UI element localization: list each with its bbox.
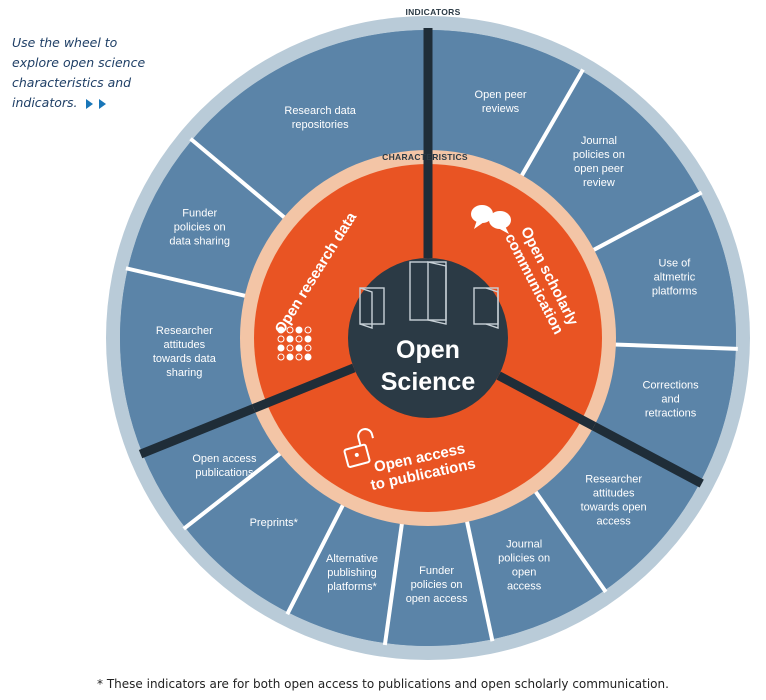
indicator-label-line: reviews <box>482 103 520 115</box>
indicator-label: Journal policies on open access <box>498 538 550 592</box>
indicator-divider <box>613 342 738 351</box>
indicator-label-line: altmetric <box>654 272 696 284</box>
center-circle <box>348 258 508 418</box>
indicator-label-line: policies on <box>573 149 625 161</box>
indicator-label-line: Research data <box>284 105 356 117</box>
indicator-label: Open access publications <box>192 453 257 479</box>
indicator-divider <box>533 489 608 594</box>
characteristic-divider <box>590 421 704 488</box>
characteristics-title: CHARACTERISTICS <box>382 152 468 162</box>
indicator-label-line: data sharing <box>169 236 230 248</box>
indicator-label-line: open access <box>406 593 468 605</box>
indicator-divider <box>464 519 495 642</box>
triangle-right-icon[interactable] <box>98 98 106 109</box>
indicator-sectors <box>120 30 736 647</box>
indicator-label-line: review <box>583 177 615 189</box>
indicator-label-line: towards data <box>153 353 217 365</box>
indicator-label-line: sharing <box>166 367 202 379</box>
indicator-label-line: Funder <box>419 565 454 577</box>
intro-text: Use the wheel to explore open science ch… <box>12 35 146 110</box>
indicator-divider <box>285 502 346 616</box>
characteristic-divider <box>252 363 356 413</box>
indicator-label-line: Open peer <box>475 89 527 101</box>
indicator-label-line: Alternative <box>326 553 378 565</box>
indicator-label-line: towards open <box>581 501 647 513</box>
indicator-label: Journal policies on open peer review <box>573 135 625 189</box>
indicator-label-line: publications <box>195 467 254 479</box>
indicator-label-line: open <box>512 566 536 578</box>
intro-text-block: Use the wheel to explore open science ch… <box>12 33 152 113</box>
indicator-label: Alternative publishing platforms* <box>326 553 378 593</box>
indicator-sector[interactable] <box>467 493 605 640</box>
indicator-label: Funder policies on data sharing <box>169 208 230 248</box>
indicator-label-line: Researcher <box>585 473 642 485</box>
indicator-sector[interactable] <box>185 454 342 613</box>
indicator-label-line: Preprints* <box>250 517 299 529</box>
indicator-sector[interactable] <box>192 30 428 216</box>
indicator-divider <box>382 521 405 646</box>
indicator-sector[interactable] <box>595 344 736 483</box>
indicator-label-line: attitudes <box>593 487 635 499</box>
indicator-sector[interactable] <box>120 268 252 454</box>
footnote: * These indicators are for both open acc… <box>97 677 669 691</box>
indicator-divider <box>189 137 287 220</box>
indicator-divider <box>591 190 703 253</box>
indicator-label: Funder policies on open access <box>406 565 468 605</box>
indicator-dividers <box>125 28 738 646</box>
indicator-label-line: retractions <box>645 407 697 419</box>
center-title-line: Science <box>381 368 476 396</box>
indicator-label: Preprints* <box>250 517 299 529</box>
characteristic-divider <box>496 371 597 431</box>
indicator-divider <box>125 266 248 299</box>
indicator-label-line: access <box>597 515 632 527</box>
indicator-label-line: Use of <box>659 258 692 270</box>
indicator-label-line: platforms <box>652 286 698 298</box>
indicator-label-line: policies on <box>174 222 226 234</box>
data-grid-icon <box>277 326 312 361</box>
triangle-right-icon[interactable] <box>85 98 93 109</box>
indicator-divider <box>182 450 283 531</box>
indicator-sector[interactable] <box>142 409 279 528</box>
indicator-sector[interactable] <box>288 507 402 644</box>
indicator-sector[interactable] <box>127 140 283 296</box>
indicator-label-line: and <box>661 393 679 405</box>
indicator-label-line: access <box>507 580 542 592</box>
indicator-label: Use of altmetric platforms <box>652 258 698 298</box>
indicator-label-line: Journal <box>506 538 542 550</box>
indicator-label-line: Funder <box>182 208 217 220</box>
indicator-label-line: policies on <box>498 552 550 564</box>
open-padlock-icon <box>343 428 374 468</box>
center-title-line: Open <box>396 336 460 364</box>
indicator-sector[interactable] <box>523 71 700 249</box>
indicator-sector[interactable] <box>385 523 493 647</box>
nav-arrows[interactable] <box>85 98 106 109</box>
indicator-label-line: platforms* <box>327 581 377 593</box>
characteristic-divider <box>138 403 258 459</box>
indicator-label: Researcher attitudes towards open access <box>581 473 647 527</box>
indicator-label: Open peer reviews <box>475 89 527 115</box>
indicator-label-line: Journal <box>581 135 617 147</box>
indicator-label-line: Corrections <box>642 379 699 391</box>
indicator-label-line: attitudes <box>164 339 206 351</box>
indicator-label-line: repositories <box>292 119 349 131</box>
indicator-label-line: Open access <box>192 453 257 465</box>
indicator-label: Researcher attitudes towards data sharing <box>153 325 217 379</box>
indicator-label: Research data repositories <box>284 105 356 131</box>
indicator-label-line: open peer <box>574 163 624 175</box>
indicators-title: INDICATORS <box>405 7 460 17</box>
indicator-label-line: Researcher <box>156 325 213 337</box>
indicator-label: Corrections and retractions <box>642 379 699 419</box>
indicator-label-line: policies on <box>411 579 463 591</box>
doors-icon <box>359 261 499 329</box>
indicator-divider <box>519 68 585 178</box>
speech-bubbles-icon <box>471 205 511 234</box>
indicator-label-line: publishing <box>327 567 377 579</box>
